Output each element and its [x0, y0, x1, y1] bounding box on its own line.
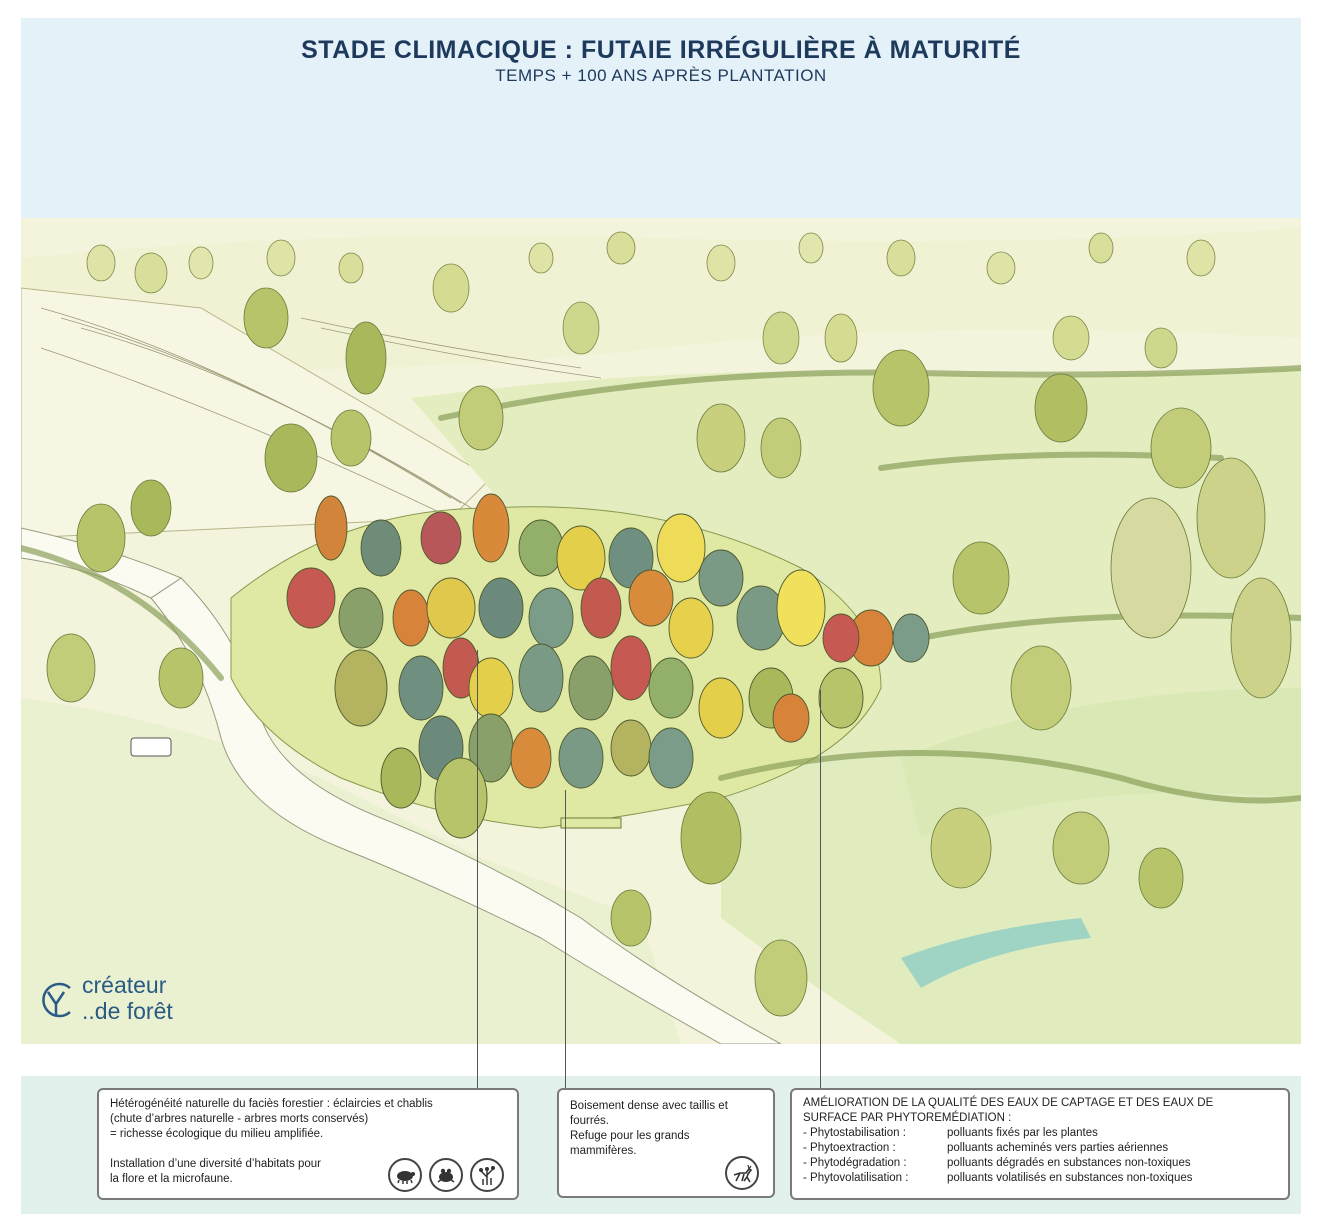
phyto-desc: polluants fixés par les plantes	[947, 1127, 1098, 1139]
meadow-lower-left	[21, 698, 681, 1044]
meadow-right	[411, 368, 1301, 778]
water-channel	[901, 918, 1091, 988]
callout-text: = richesse écologique du milieu amplifié…	[110, 1128, 324, 1140]
logo-dots: ..	[82, 998, 95, 1024]
parked-van	[130, 737, 172, 757]
logo-line-1: créateur	[82, 972, 167, 998]
callout-text: fourrés.	[570, 1115, 609, 1127]
callout-text: (chute d’arbres naturelle - arbres morts…	[110, 1113, 369, 1125]
phyto-term: - Phytodégradation :	[803, 1157, 907, 1169]
landscape-illustration	[21, 218, 1301, 1044]
page-title: STADE CLIMACIQUE : FUTAIE IRRÉGULIÈRE À …	[301, 36, 1021, 64]
callout-text: Installation d’une diversité d’habitats …	[110, 1158, 321, 1170]
callout-text: mammifères.	[570, 1145, 637, 1157]
sky	[21, 18, 1301, 218]
callout-text: la flore et la microfaune.	[110, 1173, 233, 1185]
callout-text: Refuge pour les grands	[570, 1130, 690, 1142]
country-road	[150, 577, 782, 1044]
phyto-term: - Phytoextraction :	[803, 1142, 896, 1154]
phyto-desc: polluants acheminés vers parties aérienn…	[947, 1142, 1169, 1154]
callout-dense-woodland: Boisement dense avec taillis et fourrés.…	[557, 1088, 775, 1198]
phyto-item: - Phytoextraction : polluants acheminés v…	[803, 1141, 1278, 1156]
leader-line-heterogeneity	[477, 650, 478, 1088]
callout-text: Boisement dense avec taillis et	[570, 1100, 728, 1112]
callout-heading: SURFACE PAR PHYTOREMÉDIATION :	[803, 1112, 1012, 1124]
deer-icon	[725, 1156, 759, 1190]
fence	[560, 817, 622, 829]
phyto-item: - Phytovolatilisation : polluants volatil…	[803, 1171, 1278, 1186]
callout-text: Hétérogénéité naturelle du faciès forest…	[110, 1098, 433, 1110]
meadow-mid-right	[901, 688, 1301, 838]
leader-line-water	[820, 690, 821, 1088]
callout-heading: AMÉLIORATION DE LA QUALITÉ DES EAUX DE C…	[803, 1097, 1214, 1109]
page-subtitle: TEMPS + 100 ANS APRÈS PLANTATION	[495, 66, 827, 85]
logo-line-2: ..de forêt	[82, 998, 173, 1025]
furrows	[40, 307, 602, 514]
landscape-drawing	[21, 218, 1301, 1044]
logo-line-2-text: de forêt	[94, 998, 173, 1024]
plant-icon	[470, 1158, 504, 1192]
callout-water-quality: AMÉLIORATION DE LA QUALITÉ DES EAUX DE C…	[790, 1088, 1290, 1200]
callout-heterogeneity: Hétérogénéité naturelle du faciès forest…	[97, 1088, 519, 1200]
leader-line-dense	[565, 790, 566, 1088]
phyto-term: - Phytovolatilisation :	[803, 1172, 909, 1184]
phyto-term: - Phytostabilisation :	[803, 1127, 906, 1139]
brand-logo: créateur ..de forêt	[36, 972, 236, 1028]
distant-trees	[86, 231, 1216, 369]
phyto-desc: polluants dégradés en substances non-tox…	[947, 1157, 1191, 1169]
forest-canopy	[286, 493, 930, 839]
plowed-field-left	[21, 287, 492, 539]
frog-icon	[429, 1158, 463, 1192]
logo-icon	[42, 982, 71, 1018]
phyto-item: - Phytostabilisation : polluants fixés pa…	[803, 1126, 1278, 1141]
hedgerow-trees	[46, 287, 1292, 1017]
phyto-desc: polluants volatilisés en substances non-…	[947, 1172, 1193, 1184]
tortoise-icon	[388, 1158, 422, 1192]
meadow-lower-right	[721, 748, 1301, 1044]
phyto-item: - Phytodégradation : polluants dégradés e…	[803, 1156, 1278, 1171]
